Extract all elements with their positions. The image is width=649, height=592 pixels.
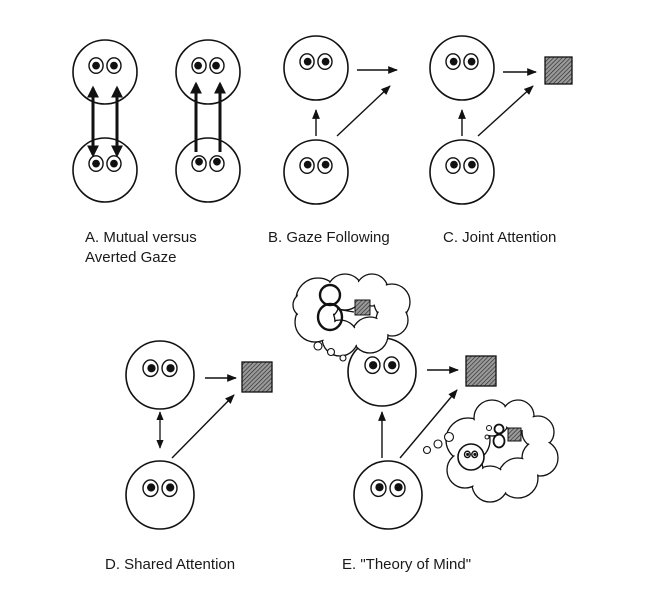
thought-dot-small <box>486 425 492 431</box>
thought-face-small <box>457 443 485 471</box>
thought-bubble-dot <box>422 445 432 455</box>
face-a-mutual-top <box>72 39 138 105</box>
face-a-averted-top <box>175 39 241 105</box>
pupil <box>213 157 221 166</box>
pupil <box>92 159 100 168</box>
faces-layer <box>72 35 495 530</box>
label-d: D. Shared Attention <box>105 556 236 573</box>
face-a-mutual-bottom <box>72 137 138 203</box>
face-b-top <box>283 35 349 101</box>
cloud-fill-lobe <box>475 401 509 435</box>
label-b: B. Gaze Following <box>268 229 390 246</box>
pupil <box>321 160 330 169</box>
thought-bubble-dot <box>313 341 323 351</box>
pupil <box>388 361 397 370</box>
thought-bubble-dot <box>433 439 443 449</box>
thought-object-top <box>354 299 371 316</box>
label-c: C. Joint Attention <box>443 229 557 246</box>
thought-bubbles-layer <box>292 273 559 503</box>
face-outline <box>175 39 241 105</box>
face-outline <box>72 39 138 105</box>
cloud-fill-lobe <box>473 467 507 501</box>
label-e: E. "Theory of Mind" <box>342 556 472 573</box>
pupil <box>147 364 156 373</box>
label-a-line2: Averted Gaze <box>85 249 177 266</box>
thought-person-body-small <box>492 433 506 449</box>
face-outline <box>283 139 349 205</box>
face-outline <box>429 139 495 205</box>
thought-object-right <box>507 427 522 442</box>
face-b-bottom <box>283 139 349 205</box>
thought-gaze-line <box>341 309 355 313</box>
pupil <box>110 159 118 168</box>
face-outline <box>429 35 495 101</box>
thought-bubble-dot <box>443 431 455 443</box>
thought-dot-small <box>484 434 490 440</box>
arrows-layer <box>87 66 537 459</box>
cloud-fill-lobe <box>499 459 537 497</box>
pupil <box>450 160 458 169</box>
pupil <box>466 452 470 456</box>
pupil <box>195 157 203 166</box>
pupil <box>473 452 477 456</box>
face-d-bottom <box>125 460 195 530</box>
face-outline <box>125 460 195 530</box>
thought-bubble-dot <box>326 347 336 357</box>
cloud-fill <box>294 275 409 355</box>
object-e <box>465 355 497 387</box>
thought-person-body <box>316 302 344 332</box>
pupil <box>110 61 118 70</box>
cloud-fill-lobe <box>503 401 533 431</box>
pupil <box>166 483 175 492</box>
face-outline <box>125 340 195 410</box>
cloud-fill-lobe <box>353 318 387 352</box>
thought-cloud-top <box>292 273 411 357</box>
face-outline <box>72 137 138 203</box>
thought-cloud-right <box>445 399 559 503</box>
pupil <box>303 57 312 66</box>
face-c-bottom <box>429 139 495 205</box>
thought-bubble-dot <box>339 354 347 362</box>
label-a-line1: A. Mutual versus <box>85 229 197 246</box>
face-outline <box>457 443 485 471</box>
pupil <box>468 160 476 169</box>
object-c <box>544 56 573 85</box>
pupil <box>303 160 312 169</box>
pupil <box>467 57 476 66</box>
pupil <box>394 483 403 492</box>
pupil <box>375 483 384 492</box>
arrow-b-diagonal <box>336 85 391 137</box>
cloud-fill-lobe <box>523 417 553 447</box>
pupil <box>194 61 202 70</box>
face-c-top <box>429 35 495 101</box>
pupil <box>369 361 378 370</box>
cloud-fill-lobe <box>328 275 362 309</box>
face-d-top <box>125 340 195 410</box>
pupil <box>449 57 458 66</box>
cloud-fill-lobe <box>294 294 316 316</box>
arrow-e-diagonal <box>399 389 458 459</box>
objects-layer <box>241 56 573 393</box>
face-a-averted-bottom <box>175 137 241 203</box>
face-outline <box>175 137 241 203</box>
pupil <box>92 61 100 70</box>
thought-person-head-small <box>493 423 505 435</box>
arrow-d-diagonal <box>171 394 235 459</box>
face-outline <box>353 460 423 530</box>
face-e-bottom <box>353 460 423 530</box>
pupil <box>166 364 175 373</box>
object-d <box>241 361 273 393</box>
pupil <box>321 57 330 66</box>
arrow-c-diagonal <box>477 85 534 137</box>
face-outline <box>283 35 349 101</box>
pupil <box>212 61 220 70</box>
face-e-top <box>347 337 417 407</box>
pupil <box>147 483 156 492</box>
